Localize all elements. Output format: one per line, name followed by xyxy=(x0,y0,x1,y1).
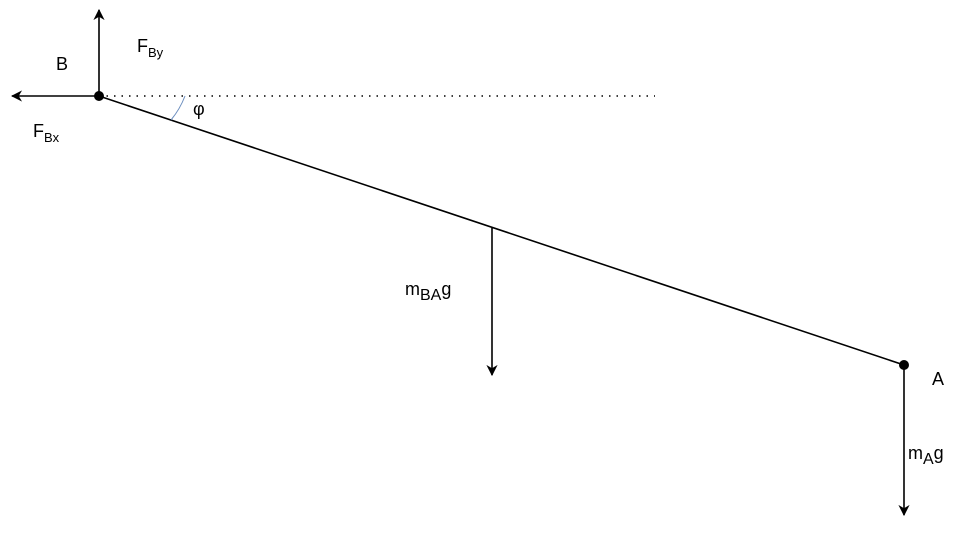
label-mbag-tail: g xyxy=(441,279,452,299)
beam-ba xyxy=(98,95,905,366)
label-mag: mAg xyxy=(908,443,944,468)
point-b-dot xyxy=(94,91,104,101)
label-mag-sub: A xyxy=(923,451,934,468)
label-fby: FBy xyxy=(137,36,163,59)
label-mag-main: m xyxy=(908,443,923,463)
label-mag-tail: g xyxy=(933,443,944,463)
point-a-dot xyxy=(899,360,909,370)
label-fbx-main: F xyxy=(33,121,44,141)
label-angle-phi: φ xyxy=(193,99,205,119)
label-mbag-sub: BA xyxy=(420,287,442,304)
label-fbx-sub: Bx xyxy=(44,130,60,145)
angle-arc-phi xyxy=(170,95,186,121)
label-point-b: B xyxy=(56,54,69,74)
label-fby-sub: By xyxy=(148,45,164,60)
label-fby-main: F xyxy=(137,36,148,56)
label-fbx: FBx xyxy=(33,121,59,144)
label-mbag: mBAg xyxy=(405,279,452,304)
label-point-a: A xyxy=(932,369,945,389)
label-mbag-main: m xyxy=(405,279,420,299)
